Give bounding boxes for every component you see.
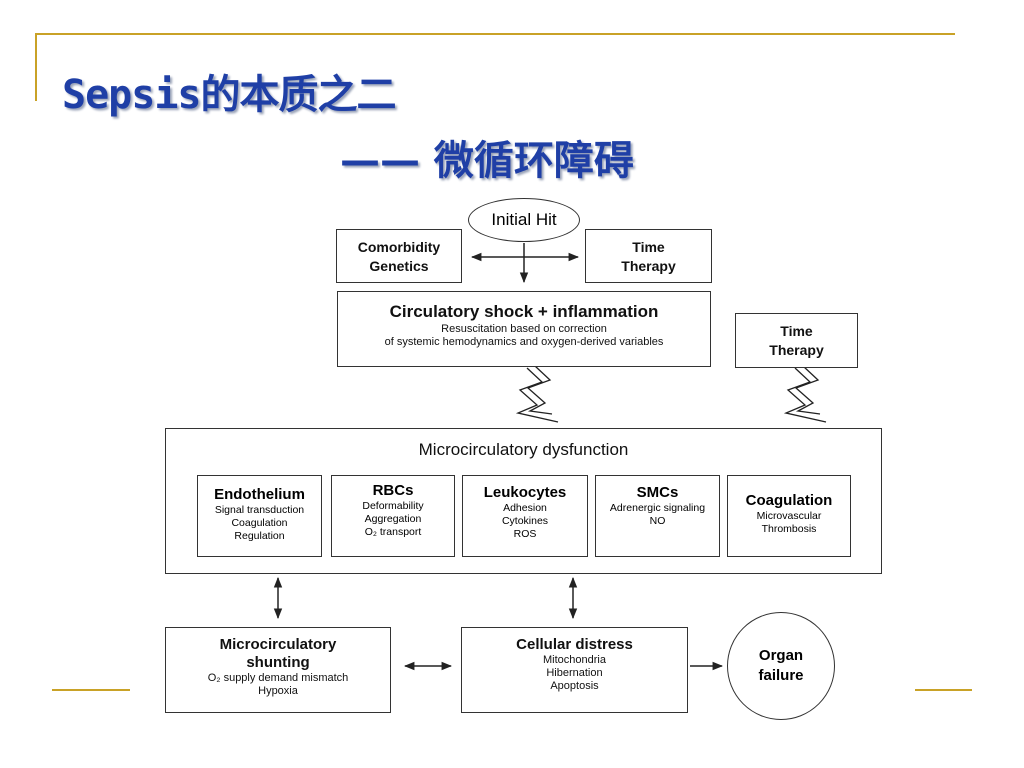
- organ-failure-node: Organ failure: [727, 612, 835, 720]
- cellular-distress-box: Cellular distress Mitochondria Hibernati…: [461, 627, 688, 713]
- bottom-left-rule: [52, 689, 130, 691]
- comorbidity-label: Comorbidity: [357, 239, 441, 255]
- coagulation-box: Coagulation Microvascular Thrombosis: [727, 475, 851, 557]
- cellular-l2: Hibernation: [546, 667, 603, 679]
- time-label-top: Time: [632, 239, 665, 255]
- rbcs-l3: O₂ transport: [364, 526, 422, 538]
- micro-dysfunction-title: Microcirculatory dysfunction: [418, 440, 629, 459]
- circulatory-shock-box: Circulatory shock + inflammation Resusci…: [337, 291, 711, 367]
- endothelium-l3: Regulation: [234, 530, 285, 542]
- rbcs-l1: Deformability: [362, 500, 424, 512]
- time-label-right: Time: [780, 323, 813, 339]
- smcs-l2: NO: [649, 515, 666, 527]
- endothelium-box: Endothelium Signal transduction Coagulat…: [197, 475, 322, 557]
- leukocytes-title: Leukocytes: [483, 484, 567, 501]
- lightning-left-b: [526, 365, 553, 415]
- comorbidity-box: Comorbidity Genetics: [336, 229, 462, 283]
- initial-hit-label: Initial Hit: [491, 210, 557, 229]
- coagulation-l1: Microvascular: [756, 510, 822, 522]
- lightning-right: [783, 367, 827, 423]
- circulatory-title: Circulatory shock + inflammation: [389, 302, 659, 321]
- shunting-title2: shunting: [246, 654, 310, 671]
- smcs-l1: Adrenergic signaling: [609, 502, 706, 514]
- cellular-title: Cellular distress: [516, 636, 633, 653]
- cellular-l3: Apoptosis: [550, 680, 599, 692]
- leukocytes-box: Leukocytes Adhesion Cytokines ROS: [462, 475, 588, 557]
- shunting-l1: O₂ supply demand mismatch: [207, 672, 349, 684]
- slide-title-line1: Sepsis的本质之二: [62, 72, 396, 118]
- top-rule: [35, 33, 955, 35]
- genetics-label: Genetics: [369, 258, 429, 274]
- smcs-box: SMCs Adrenergic signaling NO: [595, 475, 720, 557]
- endothelium-title: Endothelium: [214, 486, 305, 503]
- leukocytes-l3: ROS: [513, 528, 537, 540]
- circulatory-sub2: of systemic hemodynamics and oxygen-deri…: [384, 336, 664, 348]
- lightning-left: [515, 367, 559, 423]
- shunting-title1: Microcirculatory: [219, 636, 337, 653]
- rbcs-box: RBCs Deformability Aggregation O₂ transp…: [331, 475, 455, 557]
- coagulation-l2: Thrombosis: [761, 523, 817, 535]
- therapy-label-right: Therapy: [769, 342, 824, 358]
- left-rule: [35, 33, 37, 101]
- failure-label: failure: [758, 667, 804, 684]
- shunting-l2: Hypoxia: [258, 685, 298, 697]
- slide-title-line2: —— 微循环障碍: [340, 138, 634, 184]
- initial-hit-node: Initial Hit: [468, 198, 580, 242]
- shunting-box: Microcirculatory shunting O₂ supply dema…: [165, 627, 391, 713]
- endothelium-l1: Signal transduction: [214, 504, 305, 516]
- rbcs-title: RBCs: [372, 482, 414, 499]
- lightning-right-b: [794, 365, 821, 415]
- time-therapy-top-box: Time Therapy: [585, 229, 712, 283]
- leukocytes-l1: Adhesion: [503, 502, 547, 514]
- bottom-right-rule: [915, 689, 972, 691]
- organ-label: Organ: [758, 647, 804, 664]
- time-therapy-right-box: Time Therapy: [735, 313, 858, 368]
- endothelium-l2: Coagulation: [231, 517, 288, 529]
- therapy-label-top: Therapy: [621, 258, 676, 274]
- rbcs-l2: Aggregation: [364, 513, 422, 525]
- leukocytes-l2: Cytokines: [501, 515, 549, 527]
- smcs-title: SMCs: [636, 484, 679, 501]
- coagulation-title: Coagulation: [745, 492, 833, 509]
- circulatory-sub1: Resuscitation based on correction: [441, 323, 607, 335]
- cellular-l1: Mitochondria: [543, 654, 606, 666]
